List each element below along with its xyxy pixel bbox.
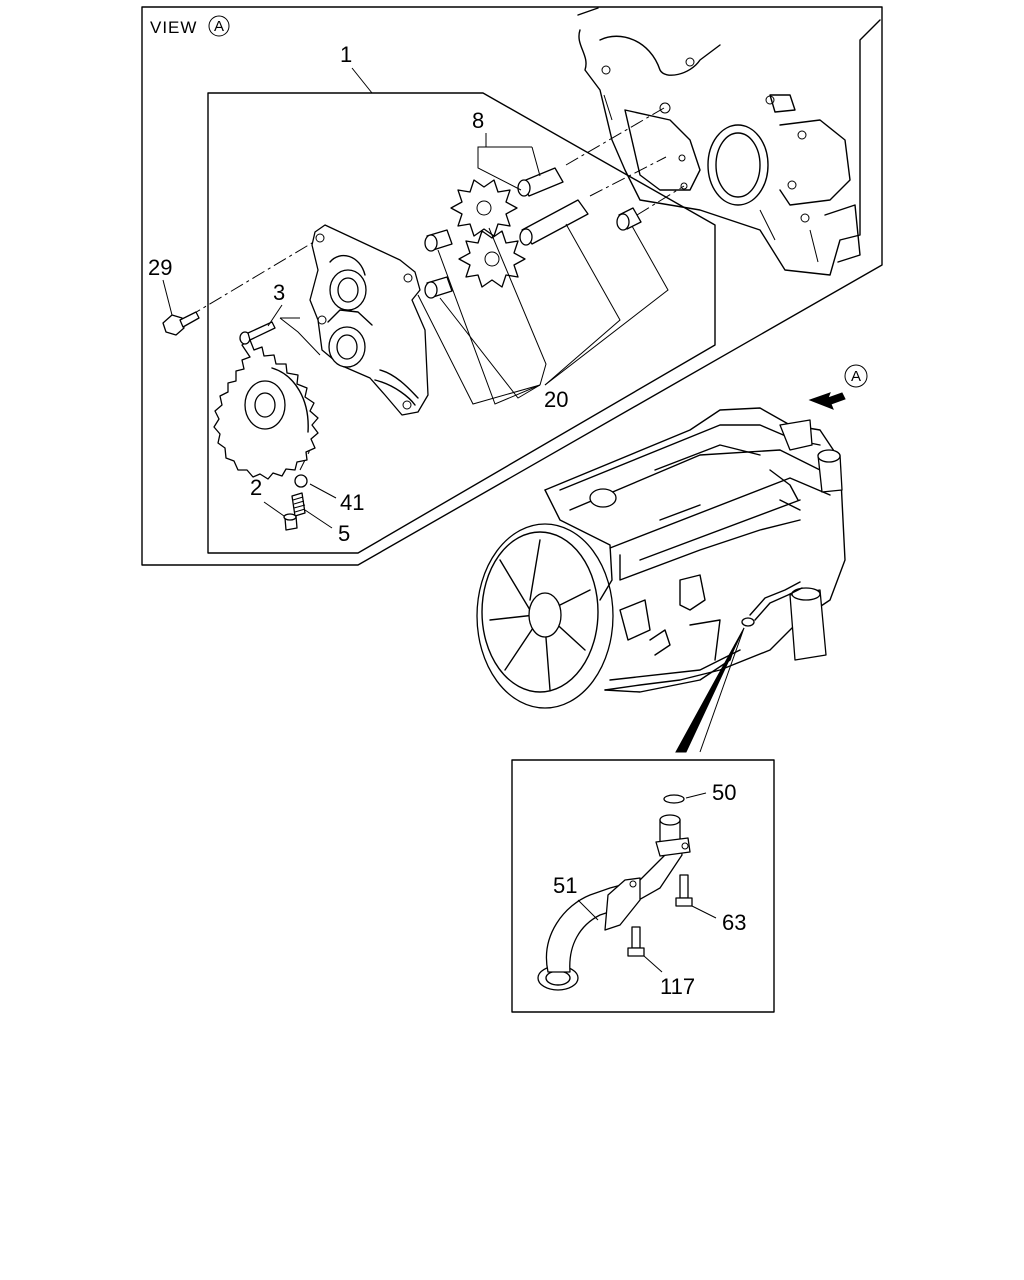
leader-20b [544,223,621,386]
shaft-8b [519,199,589,246]
engine-assembly-illustration [476,407,846,709]
alignment-line-3 [636,185,685,216]
leader-20e [439,297,541,399]
callout-8: 8 [472,108,484,133]
pump-inner-gear-lower [458,230,526,288]
callout-20: 20 [544,387,568,412]
relief-valve-41 [294,474,308,488]
alignment-line-1 [565,107,665,166]
callout-117: 117 [660,974,695,999]
leader-5 [304,509,333,529]
bolt-29 [162,311,200,336]
oil-pump-assembly-frame [207,92,716,554]
screw-3 [239,321,276,345]
o-ring-50 [663,794,685,804]
detail-pointer [675,627,745,753]
detail-pointer-edge [699,627,745,753]
callout-3: 3 [273,280,285,305]
bolt-alignment-line [187,236,323,318]
callout-51: 51 [553,873,577,898]
leader-3a [267,304,283,327]
spring-5 [291,492,306,517]
leader-8a [477,133,522,191]
leader-63 [691,905,717,919]
leader-2 [263,501,285,517]
leader-20d [437,249,541,405]
leader-1 [351,67,373,94]
leader-117 [643,955,663,973]
leader-8b [531,146,541,177]
view-marker-circle: A [208,15,230,37]
dowel-pin-8a [517,167,564,197]
callout-1: 1 [340,42,352,67]
leader-29 [162,279,173,316]
engine-view-marker-letter: A [851,368,861,385]
callout-2: 2 [250,475,262,500]
engine-view-marker-circle: A [844,364,868,388]
leader-51 [577,899,599,921]
callout-63: 63 [722,910,746,935]
oil-strainer-pipe-51 [537,814,691,991]
engine-front-cover [577,7,881,276]
view-label: VIEW [150,18,197,37]
leader-20a [544,225,669,386]
bolt-63 [675,874,693,907]
bushing-20a [616,207,642,231]
view-a-frame [141,6,883,566]
bolt-117 [627,926,645,957]
callout-50: 50 [712,780,736,805]
oil-pump-drive-gear [213,339,319,480]
view-marker-letter: A [214,18,224,35]
view-direction-arrow-icon [808,392,846,410]
callout-29: 29 [148,255,172,280]
leader-3b [279,317,321,356]
leader-20c [417,294,541,405]
leader-50 [685,792,707,799]
bushing-20c [424,276,453,299]
oil-strainer-detail-box [511,759,775,1013]
leader-41 [309,483,337,499]
bushing-20b [424,229,453,252]
callout-41: 41 [340,490,364,515]
callout-5: 5 [338,521,350,546]
plug-2 [283,513,298,531]
leader-20f [488,227,547,386]
oil-pump-housing [309,224,429,416]
pump-inner-gear-upper [450,179,518,237]
